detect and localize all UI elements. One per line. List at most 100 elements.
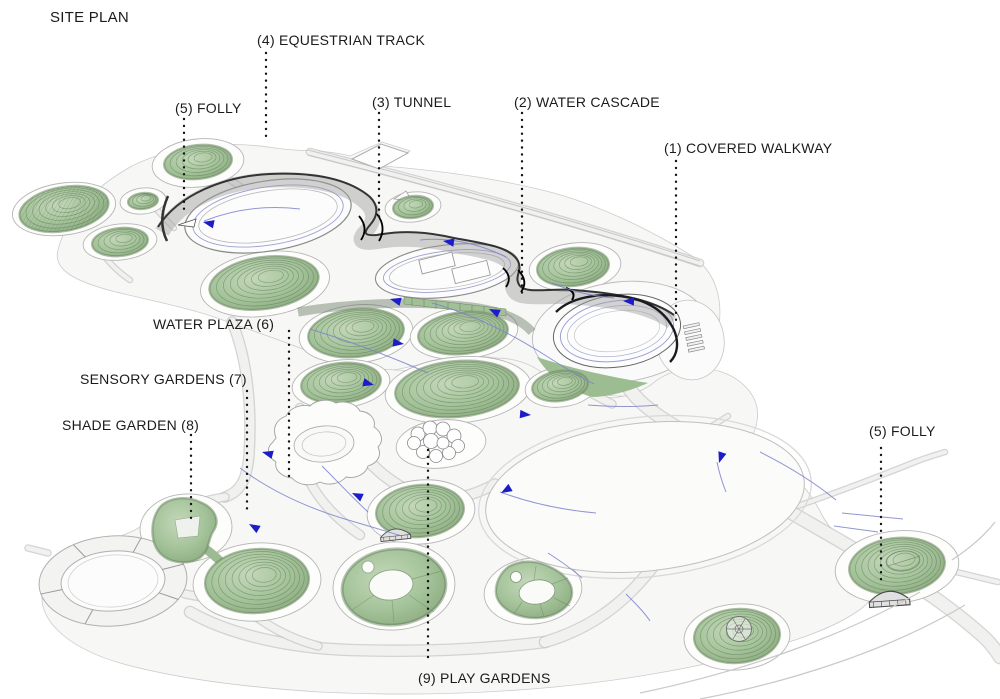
contour-ring bbox=[140, 195, 152, 202]
contour-ring bbox=[132, 193, 157, 207]
contour-ring bbox=[453, 319, 485, 336]
flow-arrow-icon bbox=[390, 297, 402, 306]
contour-ring bbox=[175, 147, 225, 173]
flow-arrow-icon bbox=[203, 220, 215, 229]
flow-arrow-icon bbox=[489, 309, 501, 318]
flower-play-circles bbox=[407, 420, 465, 463]
contour-ring bbox=[97, 229, 145, 254]
contour-ring bbox=[536, 371, 586, 399]
contour-ring bbox=[318, 367, 370, 394]
contour-ring bbox=[109, 232, 137, 247]
garden-mounds bbox=[18, 143, 946, 665]
great-lawn bbox=[478, 414, 812, 580]
contour-ring bbox=[706, 613, 772, 655]
contour-ring bbox=[223, 259, 309, 303]
contour-ring bbox=[459, 321, 481, 332]
equestrian-oval-west bbox=[184, 178, 352, 254]
contour-ring bbox=[408, 364, 510, 411]
contour-ring bbox=[230, 261, 304, 299]
contour-ring bbox=[314, 310, 400, 355]
contour-ring bbox=[547, 250, 603, 280]
contour-ring bbox=[193, 152, 213, 163]
flow-arrow-icon bbox=[262, 450, 274, 459]
contour-ring bbox=[382, 486, 460, 534]
contour-ring bbox=[187, 150, 217, 166]
contour-ring bbox=[306, 363, 378, 401]
contour-ring bbox=[557, 376, 573, 386]
contour-ring bbox=[224, 556, 296, 601]
green-mound bbox=[126, 191, 160, 211]
contour-ring bbox=[416, 365, 505, 407]
contour-ring bbox=[880, 548, 924, 575]
contour-ring bbox=[429, 314, 501, 349]
green-mound bbox=[848, 536, 946, 596]
folly-pavilion bbox=[177, 218, 197, 228]
contour-ring bbox=[892, 552, 916, 567]
leader-lines bbox=[182, 51, 883, 664]
walkway-path bbox=[220, 317, 255, 502]
perimeter-arcs bbox=[639, 521, 996, 699]
shade-garden-mound bbox=[151, 497, 218, 564]
contour-ring bbox=[245, 564, 282, 588]
flow-arrow-icon bbox=[249, 524, 261, 534]
walkway-path bbox=[790, 450, 947, 510]
contour-ring bbox=[861, 541, 937, 587]
contour-ring bbox=[388, 489, 456, 530]
contour-ring bbox=[401, 494, 447, 521]
contour-ring bbox=[115, 233, 133, 243]
contour-ring bbox=[395, 491, 451, 525]
mound-top-ring bbox=[885, 550, 921, 572]
green-mound bbox=[307, 307, 405, 359]
flow-arrow-icon bbox=[443, 238, 455, 247]
play-garden-keyhole bbox=[494, 560, 574, 620]
green-mound bbox=[375, 483, 465, 539]
contour-ring bbox=[447, 318, 489, 339]
flow-arrow-icon bbox=[718, 451, 727, 463]
contour-ring bbox=[408, 496, 442, 517]
contour-ring bbox=[324, 368, 366, 390]
contour-ring bbox=[136, 194, 154, 205]
flow-arrow-icon bbox=[519, 409, 531, 419]
green-mound bbox=[536, 246, 610, 288]
walkway-path bbox=[185, 607, 550, 656]
walkway-path bbox=[784, 506, 1000, 663]
cascade-mark bbox=[502, 267, 510, 288]
contour-ring bbox=[238, 561, 286, 592]
contour-ring bbox=[169, 145, 229, 177]
flow-arrow-icon bbox=[392, 338, 404, 347]
contour-ring bbox=[211, 551, 305, 610]
walkway-path bbox=[25, 545, 51, 556]
flow-arrow-icon bbox=[501, 483, 513, 493]
stable-building bbox=[418, 251, 456, 275]
contour-ring bbox=[250, 267, 289, 287]
contour-ring bbox=[451, 375, 480, 389]
green-mound bbox=[531, 369, 589, 403]
contour-ring bbox=[430, 369, 495, 400]
contour-ring bbox=[243, 265, 294, 291]
hatch-texture bbox=[19, 185, 109, 233]
contour-ring bbox=[444, 373, 485, 393]
contour-ring bbox=[257, 269, 284, 283]
play-garden-donut bbox=[340, 547, 448, 627]
green-mound bbox=[163, 143, 233, 181]
contour-ring bbox=[441, 317, 493, 342]
contour-ring bbox=[700, 611, 776, 660]
contour-ring bbox=[423, 312, 505, 352]
green-mound bbox=[91, 226, 149, 258]
contour-ring bbox=[320, 311, 396, 351]
green-mound bbox=[208, 255, 320, 311]
structures bbox=[177, 218, 921, 642]
circular-plaza-ring bbox=[38, 535, 188, 627]
contour-ring bbox=[423, 367, 500, 404]
walkway-path bbox=[254, 614, 322, 650]
contour-ring bbox=[181, 149, 221, 170]
contour-ring bbox=[558, 253, 596, 274]
boundary-road bbox=[307, 143, 701, 267]
contour-ring bbox=[398, 197, 430, 216]
contour-ring bbox=[216, 257, 314, 307]
water-streams bbox=[203, 207, 904, 622]
equestrian-oval-east bbox=[374, 243, 520, 299]
contour-ring bbox=[218, 553, 300, 605]
green-mound bbox=[391, 194, 435, 220]
stable-building bbox=[451, 259, 491, 285]
